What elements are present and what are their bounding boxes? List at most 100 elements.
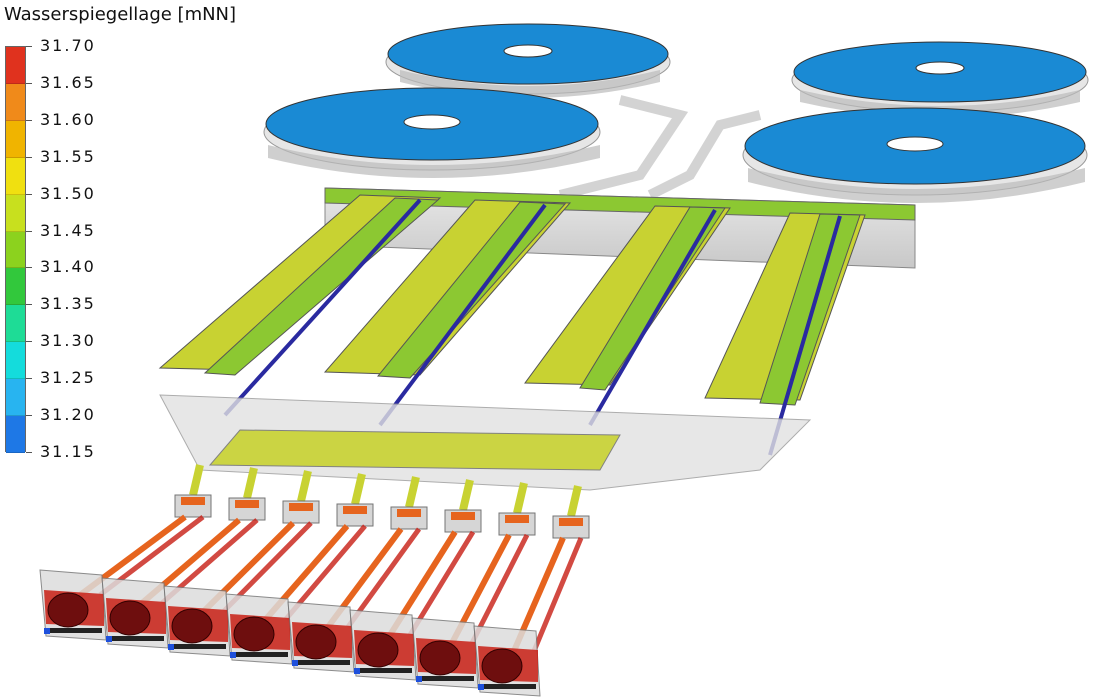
outlet-sill: [484, 684, 536, 689]
outlet-low-marker: [168, 644, 174, 650]
inlet-pipe: [513, 482, 528, 514]
channel-surface: [376, 201, 567, 379]
outlet-sill: [112, 636, 164, 641]
chamber-water: [559, 518, 583, 526]
outlet-sill: [422, 676, 474, 681]
legend-tick-label: 31.55: [40, 146, 96, 166]
legend-tick-mark: [26, 82, 32, 84]
chamber-water: [235, 500, 259, 508]
legend-tick-mark: [26, 156, 32, 158]
outlet-sill: [50, 628, 102, 633]
legend-swatch: [6, 342, 25, 380]
legend-swatch: [6, 47, 25, 84]
legend-tick-mark: [26, 267, 32, 269]
legend-swatch: [6, 157, 25, 195]
basin-left: [263, 87, 601, 178]
inlet-pipe: [243, 467, 258, 499]
legend-tick-mark: [26, 378, 32, 380]
connection-pipes: [558, 95, 762, 200]
legend-tick-label: 31.60: [40, 109, 96, 129]
outlet-gate: [357, 632, 399, 668]
legend-tick-mark: [26, 193, 32, 195]
legend-tick-mark: [26, 46, 32, 47]
outlet-unit: [473, 485, 590, 697]
outlet-gate: [47, 592, 89, 628]
outlet-gate: [171, 608, 213, 644]
legend-tick-label: 31.45: [40, 220, 96, 240]
legend-tick-mark: [26, 230, 32, 232]
chamber-water: [505, 515, 529, 523]
outlet-low-marker: [230, 652, 236, 658]
inlet-pipe: [189, 464, 204, 496]
legend-swatch: [6, 194, 25, 232]
chamber-water: [451, 512, 475, 520]
legend-swatch: [6, 305, 25, 343]
outlet-sill: [236, 652, 288, 657]
outlet-unit: [163, 470, 320, 657]
color-legend-bar: [5, 46, 26, 453]
legend-tick-label: 31.35: [40, 294, 96, 314]
return-pipe: [768, 215, 842, 456]
legend-title: Wasserspiegellage [mNN]: [4, 4, 237, 25]
legend-tick-label: 31.70: [40, 36, 96, 55]
outlet-unit: [287, 476, 428, 673]
outlet-low-marker: [292, 660, 298, 666]
outlet-gate: [419, 640, 461, 676]
outlet-pipe: [531, 537, 584, 652]
legend-swatch: [6, 379, 25, 417]
chamber-water: [181, 497, 205, 505]
return-pipe: [588, 208, 717, 427]
outlet-channels: [39, 464, 590, 697]
inlet-pipe: [351, 473, 366, 505]
outlet-unit: [411, 482, 536, 689]
outlet-gate: [295, 624, 337, 660]
chamber-water: [397, 509, 421, 517]
outlet-gate: [233, 616, 275, 652]
legend-swatch: [6, 416, 25, 453]
return-pipes: [223, 198, 842, 456]
outlet-low-marker: [416, 676, 422, 682]
legend-tick-mark: [26, 415, 32, 417]
outlet-pipe: [469, 533, 530, 645]
outlet-sill: [174, 644, 226, 649]
legend-tick-label: 31.50: [40, 183, 96, 203]
outlet-gate: [109, 600, 151, 636]
outlet-low-marker: [478, 684, 484, 690]
outlet-low-marker: [44, 628, 50, 634]
legend-tick-mark: [26, 119, 32, 121]
legend-tick-label: 31.20: [40, 405, 96, 425]
legend-swatch: [6, 83, 25, 121]
legend-tick-label: 31.25: [40, 368, 96, 388]
chamber-water: [289, 503, 313, 511]
outlet-sill: [360, 668, 412, 673]
legend-swatch: [6, 120, 25, 158]
basin-right: [742, 107, 1088, 203]
outlet-gate: [481, 648, 523, 684]
distribution-manifold: [159, 394, 812, 491]
chamber-water: [343, 506, 367, 514]
legend-tick-label: 31.65: [40, 72, 96, 92]
outlet-low-marker: [354, 668, 360, 674]
legend-tick-mark: [26, 452, 32, 453]
outlet-pipe: [407, 530, 476, 637]
legend-tick-mark: [26, 341, 32, 343]
outlet-unit: [101, 467, 266, 649]
inlet-pipe: [405, 476, 420, 508]
outlet-sill: [298, 660, 350, 665]
basin-top-right: [791, 41, 1089, 118]
legend-swatch: [6, 231, 25, 269]
inlet-pipe: [459, 479, 474, 511]
return-pipe: [223, 198, 422, 417]
basin-top-middle: [385, 23, 671, 98]
inlet-pipe: [297, 470, 312, 502]
outlet-unit: [349, 479, 482, 681]
legend-tick-mark: [26, 304, 32, 306]
return-pipe: [378, 203, 547, 427]
legend-tick-label: 31.30: [40, 331, 96, 351]
legend-swatch: [6, 268, 25, 306]
legend-tick-label: 31.15: [40, 442, 96, 461]
legend-tick-label: 31.40: [40, 257, 96, 277]
outlet-low-marker: [106, 636, 112, 642]
channel-surface: [759, 213, 861, 406]
